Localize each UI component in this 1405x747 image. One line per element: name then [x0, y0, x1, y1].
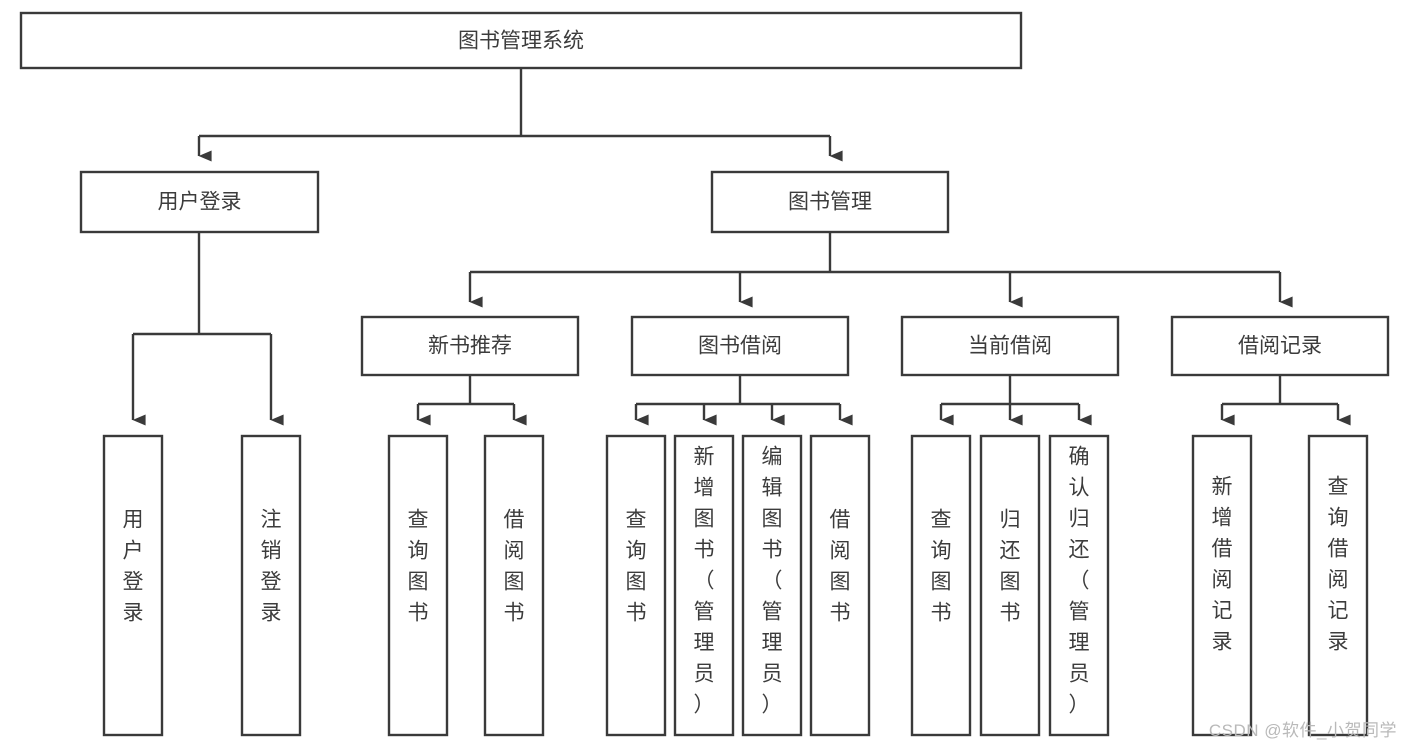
node-leaf-7-box[interactable]: [741, 434, 803, 737]
node-leaf-11[interactable]: 确认归还（管理员）: [1048, 434, 1110, 737]
node-leaf-8-box[interactable]: [809, 434, 871, 737]
node-bookmgmt-box[interactable]: [710, 170, 950, 234]
node-leaf-2-box[interactable]: [240, 434, 302, 737]
node-current-label: 当前借阅: [968, 335, 1052, 358]
node-leaf-6[interactable]: 新增图书（管理员）: [673, 434, 735, 737]
node-leaf-3-label: 查询图书: [408, 509, 429, 625]
node-records-box[interactable]: [1170, 315, 1390, 377]
node-leaf-10-label: 归还图书: [1000, 509, 1021, 625]
node-root-label: 图书管理系统: [458, 30, 584, 53]
node-leaf-11-label: 确认归还（管理员）: [1069, 446, 1090, 717]
node-leaf-3-box[interactable]: [387, 434, 449, 737]
leaf-node-group: 用户登录 注销登录 查询图书 借阅图书 查询图书 新增图书（管理员）: [102, 434, 1369, 737]
node-leaf-5[interactable]: 查询图书: [605, 434, 667, 737]
node-leaf-13[interactable]: 查询借阅记录: [1307, 434, 1369, 737]
node-leaf-8[interactable]: 借阅图书: [809, 434, 871, 737]
connector-layer: [131, 68, 1351, 426]
node-leaf-12[interactable]: 新增借阅记录: [1191, 434, 1253, 737]
node-leaf-7-label: 编辑图书（管理员）: [762, 446, 783, 717]
node-leaf-12-label: 新增借阅记录: [1212, 476, 1233, 654]
node-leaf-12-box[interactable]: [1191, 434, 1253, 737]
node-leaf-4[interactable]: 借阅图书: [483, 434, 545, 737]
node-newbook-label: 新书推荐: [428, 335, 512, 358]
node-current-box[interactable]: [900, 315, 1120, 377]
node-newbook[interactable]: 新书推荐: [360, 315, 580, 377]
node-leaf-6-box[interactable]: [673, 434, 735, 737]
node-records[interactable]: 借阅记录: [1170, 315, 1390, 377]
node-borrow[interactable]: 图书借阅: [630, 315, 850, 377]
node-leaf-4-label: 借阅图书: [504, 509, 525, 625]
node-leaf-10-box[interactable]: [979, 434, 1041, 737]
node-login-box[interactable]: [79, 170, 320, 234]
node-records-label: 借阅记录: [1238, 335, 1322, 358]
node-leaf-13-box[interactable]: [1307, 434, 1369, 737]
node-leaf-2-label: 注销登录: [261, 509, 282, 625]
node-leaf-11-box[interactable]: [1048, 434, 1110, 737]
node-root[interactable]: 图书管理系统: [19, 11, 1023, 70]
node-leaf-4-box[interactable]: [483, 434, 545, 737]
node-leaf-7[interactable]: 编辑图书（管理员）: [741, 434, 803, 737]
node-leaf-1-label: 用户登录: [123, 509, 144, 625]
node-current[interactable]: 当前借阅: [900, 315, 1120, 377]
node-leaf-9[interactable]: 查询图书: [910, 434, 972, 737]
node-leaf-6-label: 新增图书（管理员）: [694, 446, 715, 717]
node-leaf-10[interactable]: 归还图书: [979, 434, 1041, 737]
node-leaf-13-label: 查询借阅记录: [1328, 476, 1349, 654]
node-root-box[interactable]: [19, 11, 1023, 70]
node-leaf-1[interactable]: 用户登录: [102, 434, 164, 737]
node-leaf-2[interactable]: 注销登录: [240, 434, 302, 737]
node-leaf-9-box[interactable]: [910, 434, 972, 737]
node-leaf-9-label: 查询图书: [931, 509, 952, 625]
node-leaf-5-label: 查询图书: [626, 509, 647, 625]
node-leaf-5-box[interactable]: [605, 434, 667, 737]
node-login-label: 用户登录: [158, 191, 242, 214]
node-borrow-label: 图书借阅: [698, 335, 782, 358]
node-leaf-1-box[interactable]: [102, 434, 164, 737]
node-bookmgmt-label: 图书管理: [788, 191, 872, 214]
node-bookmgmt[interactable]: 图书管理: [710, 170, 950, 234]
csdn-watermark: CSDN @软件_小贺同学: [1208, 721, 1397, 740]
node-newbook-box[interactable]: [360, 315, 580, 377]
node-leaf-8-label: 借阅图书: [830, 509, 851, 625]
node-leaf-3[interactable]: 查询图书: [387, 434, 449, 737]
node-borrow-box[interactable]: [630, 315, 850, 377]
node-login[interactable]: 用户登录: [79, 170, 320, 234]
